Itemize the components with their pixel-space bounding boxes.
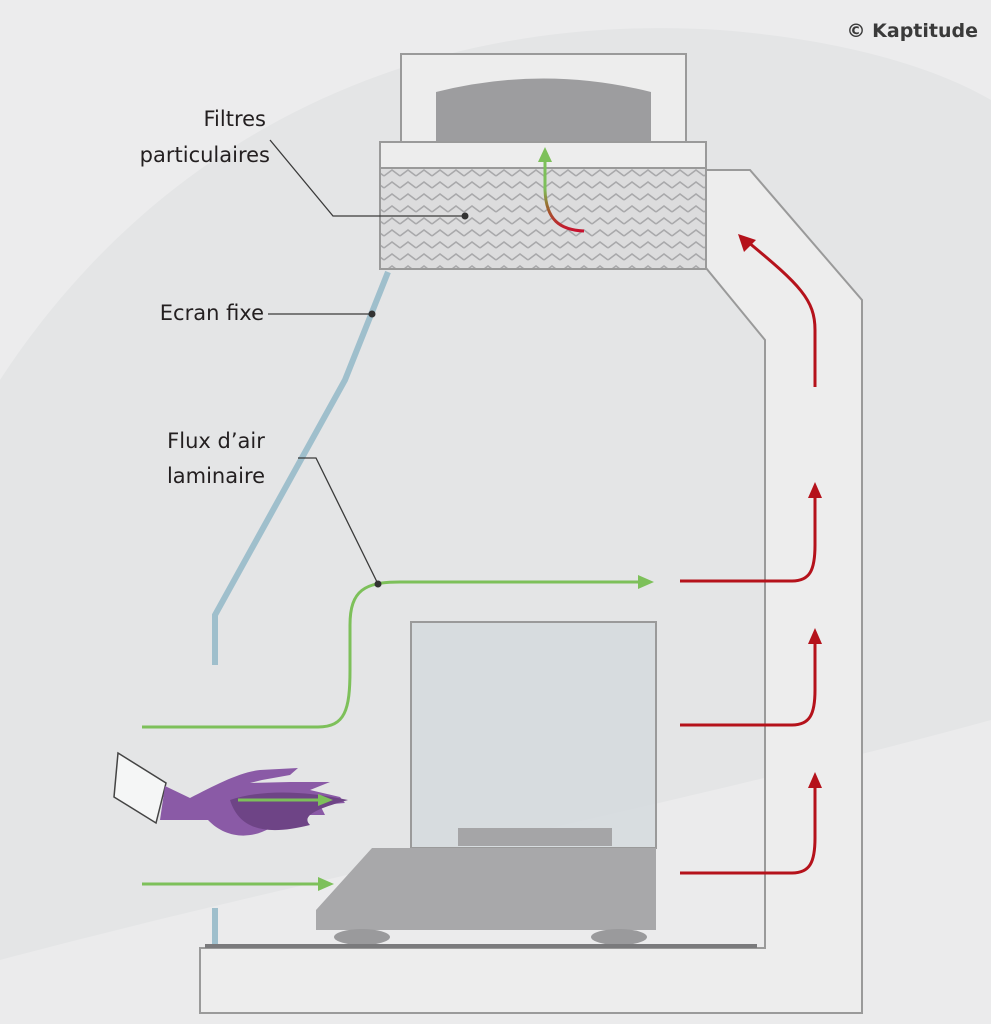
exhaust-arrows — [680, 240, 817, 875]
airflow-leader-line — [298, 457, 379, 585]
balance-foot — [334, 929, 390, 945]
leader-dot — [461, 212, 469, 220]
label-screen: Ecran fixe — [160, 301, 264, 325]
filter-texture — [381, 169, 705, 268]
leader-dot — [374, 580, 382, 588]
filters-leader-line — [269, 139, 465, 217]
balance-pan — [458, 828, 612, 846]
arrow-head — [318, 877, 334, 891]
copyright: © Kaptitude — [847, 20, 978, 42]
balance-base — [316, 848, 656, 930]
exhaust-arrow-heads — [738, 234, 822, 788]
gloved-hand — [113, 751, 348, 836]
arrow-head — [538, 147, 552, 162]
balance-draft-shield — [410, 621, 657, 849]
arrow-head — [638, 575, 654, 589]
background-swoosh — [0, 0, 991, 380]
label-filters-line2: particulaires — [140, 143, 270, 167]
exhaust-arrow — [680, 786, 817, 875]
label-airflow-line1: Flux d’air — [167, 429, 265, 453]
motor — [436, 78, 651, 142]
exhaust-arrow-top — [747, 240, 817, 387]
balance-foot — [591, 929, 647, 945]
exhaust-arrow — [680, 642, 817, 727]
label-filters-line1: Filtres — [204, 107, 267, 131]
label-airflow-line2: laminaire — [167, 464, 265, 488]
fixed-screen — [212, 270, 391, 665]
exhaust-arrow — [680, 496, 817, 583]
sleeve — [113, 751, 167, 825]
cabinet-frame — [199, 169, 863, 1014]
leader-dot — [368, 310, 376, 318]
filter-airflow-arrow — [543, 160, 585, 233]
